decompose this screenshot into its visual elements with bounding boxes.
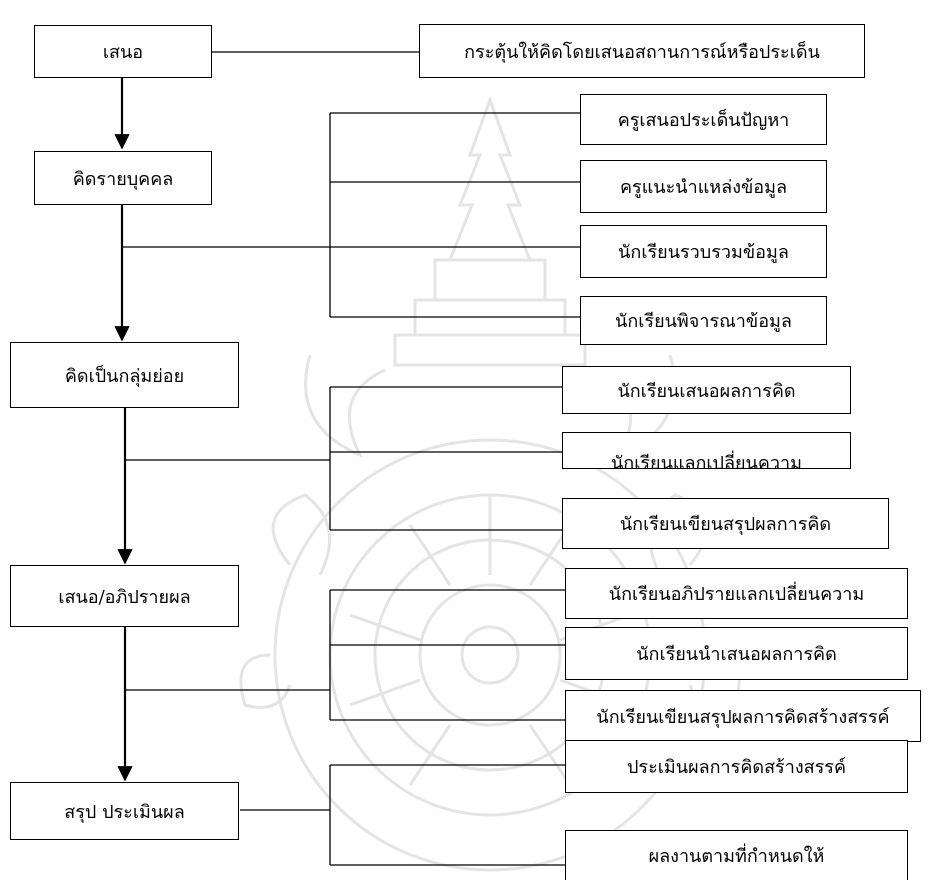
detail-box: ผลงานตามที่กำหนดให้ [565,830,908,880]
step-label: คิดรายบุคคล [72,168,174,190]
step-box-group-thinking: คิดเป็นกลุ่มย่อย [10,342,239,408]
detail-box: ครูเสนอประเด็นปัญหา [580,94,827,145]
step-box-present-discuss: เสนอ/อภิปรายผล [10,565,239,627]
step-label: เสนอ/อภิปรายผล [58,586,191,608]
detail-label: นักเรียนนำเสนอผลการคิด [636,644,837,665]
detail-box: นักเรียนเขียนสรุปผลการคิดสร้างสรรค์ [565,690,921,742]
detail-label: ประเมินผลการคิดสร้างสรรค์ [627,757,846,778]
detail-label: นักเรียนพิจารณาข้อมูล [615,311,792,332]
detail-label: นักเรียนอภิปรายแลกเปลี่ยนความ [608,584,865,605]
detail-box: นักเรียนนำเสนอผลการคิด [565,627,908,680]
detail-box: นักเรียนเขียนสรุปผลการคิด [562,498,889,549]
detail-label: นักเรียนเขียนสรุปผลการคิด [619,514,832,535]
detail-label: นักเรียนแลกเปลี่ยนความ [611,453,802,469]
step-label: คิดเป็นกลุ่มย่อย [64,365,185,387]
detail-box: นักเรียนรวบรวมข้อมูล [580,225,827,278]
step-box-summarize-evaluate: สรุป ประเมินผล [10,782,239,840]
step-box-individual-thinking: คิดรายบุคคล [34,151,212,205]
detail-box: กระตุ้นให้คิดโดยเสนอสถานการณ์หรือประเด็น [419,24,865,78]
detail-box: นักเรียนพิจารณาข้อมูล [580,296,827,345]
step-box-present: เสนอ [34,25,212,78]
step-label: เสนอ [102,42,144,63]
step-label: สรุป ประเมินผล [64,801,185,823]
detail-box: นักเรียนอภิปรายแลกเปลี่ยนความ [565,568,908,619]
detail-box: นักเรียนเสนอผลการคิด [562,366,851,414]
detail-label: นักเรียนรวบรวมข้อมูล [618,242,789,263]
detail-label: ผลงานตามที่กำหนดให้ [648,846,825,867]
detail-label: กระตุ้นให้คิดโดยเสนอสถานการณ์หรือประเด็น [464,41,820,63]
detail-label: นักเรียนเขียนสรุปผลการคิดสร้างสรรค์ [596,706,890,728]
detail-box: ประเมินผลการคิดสร้างสรรค์ [565,740,908,793]
detail-label: ครูแนะนำแหล่งข้อมูล [620,177,787,198]
detail-label: ครูเสนอประเด็นปัญหา [617,110,790,131]
detail-label: นักเรียนเสนอผลการคิด [617,380,796,402]
detail-box: นักเรียนแลกเปลี่ยนความ [562,432,851,469]
detail-box: ครูแนะนำแหล่งข้อมูล [580,160,827,213]
